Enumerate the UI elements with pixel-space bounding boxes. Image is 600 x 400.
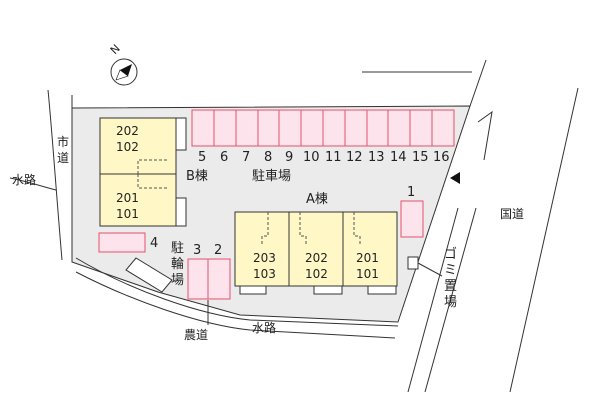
- parking-number-14: 14: [390, 150, 407, 165]
- south-arrow-icon: [115, 69, 129, 81]
- parking-number-11: 11: [325, 150, 342, 165]
- bicycle-parking-label-3: 場: [171, 273, 184, 288]
- garbage-area-label-2: ミ: [444, 263, 457, 278]
- parking-row: 5 6 7 8 9 10 11 12 13 14 15 16: [191, 109, 455, 165]
- city-road-label-1: 市: [57, 134, 69, 149]
- parking-space-1: [400, 200, 424, 238]
- garbage-area-label-1: ゴ: [444, 246, 457, 262]
- parking-row-dividers: [213, 110, 433, 146]
- parking-lot-label: 駐車場: [252, 169, 291, 184]
- parking-number-2: 2: [214, 243, 222, 258]
- garbage-box: [407, 256, 419, 270]
- building-a-label: A棟: [306, 192, 328, 207]
- compass-north-label: N: [108, 42, 123, 57]
- parking-number-3: 3: [193, 243, 201, 258]
- building-b-balcony-bottom: [175, 197, 187, 227]
- national-road-label: 国道: [500, 207, 524, 221]
- bicycle-parking-shed: [125, 257, 173, 293]
- building-b: 202 102 201 101 B棟: [99, 117, 208, 227]
- building-a: A棟 203 103 202 102 201 101: [234, 192, 398, 295]
- building-a-unit-202: 202: [305, 251, 328, 265]
- garbage-leader: [417, 262, 443, 277]
- parking-space-2: [207, 258, 231, 300]
- parking-space-4: [98, 232, 146, 253]
- building-a-outline: [234, 211, 398, 287]
- building-a-stairs: [261, 212, 361, 246]
- building-a-balcony-2: [313, 285, 343, 295]
- bicycle-parking: 駐 輪 場: [125, 241, 184, 293]
- parking-number-10: 10: [303, 150, 320, 165]
- building-b-unit-202: 202: [116, 124, 139, 138]
- parking-number-7: 7: [242, 150, 250, 165]
- parking-number-6: 6: [220, 150, 228, 165]
- building-b-balcony-top: [175, 117, 187, 151]
- parking-number-12: 12: [346, 150, 363, 165]
- parking-number-8: 8: [264, 150, 272, 165]
- entrance-arrow-icon: [450, 172, 460, 184]
- parking-space-3: [187, 258, 209, 300]
- parking-number-13: 13: [368, 150, 385, 165]
- garbage-area-label-3: 置: [444, 279, 457, 294]
- waterway-left-label: 水路: [12, 172, 36, 187]
- north-arrow-icon: [120, 64, 132, 76]
- parking-spaces-2-3: 3 2: [187, 243, 231, 300]
- building-a-unit-101: 101: [356, 267, 379, 281]
- building-a-unit-203: 203: [253, 251, 276, 265]
- building-a-balcony-3: [367, 285, 397, 295]
- bicycle-parking-label-2: 輪: [171, 256, 184, 272]
- compass: N: [108, 42, 138, 86]
- waterway-bottom-label: 水路: [252, 320, 276, 335]
- parking-number-15: 15: [412, 150, 429, 165]
- bicycle-parking-label-1: 駐: [171, 241, 184, 256]
- parking-number-5: 5: [198, 150, 206, 165]
- building-b-unit-top: [99, 117, 177, 175]
- parking-number-4: 4: [150, 236, 158, 251]
- building-a-balcony-1: [239, 285, 267, 295]
- building-b-unit-101: 101: [116, 207, 139, 221]
- building-a-unit-201: 201: [356, 251, 379, 265]
- parking-number-9: 9: [285, 150, 293, 165]
- garbage-area-label-4: 場: [444, 295, 457, 310]
- parking-number-1: 1: [407, 185, 415, 200]
- building-b-unit-201: 201: [116, 191, 139, 205]
- parking-number-16: 16: [433, 150, 450, 165]
- building-b-unit-102: 102: [116, 140, 139, 154]
- building-a-unit-102: 102: [305, 267, 328, 281]
- building-b-label: B棟: [186, 169, 208, 184]
- building-a-unit-103: 103: [253, 267, 276, 281]
- garbage-area: ゴ ミ 置 場: [407, 246, 457, 310]
- city-road-label-2: 道: [57, 151, 69, 165]
- farm-road-label: 農道: [184, 328, 208, 342]
- road-lines: [9, 59, 579, 393]
